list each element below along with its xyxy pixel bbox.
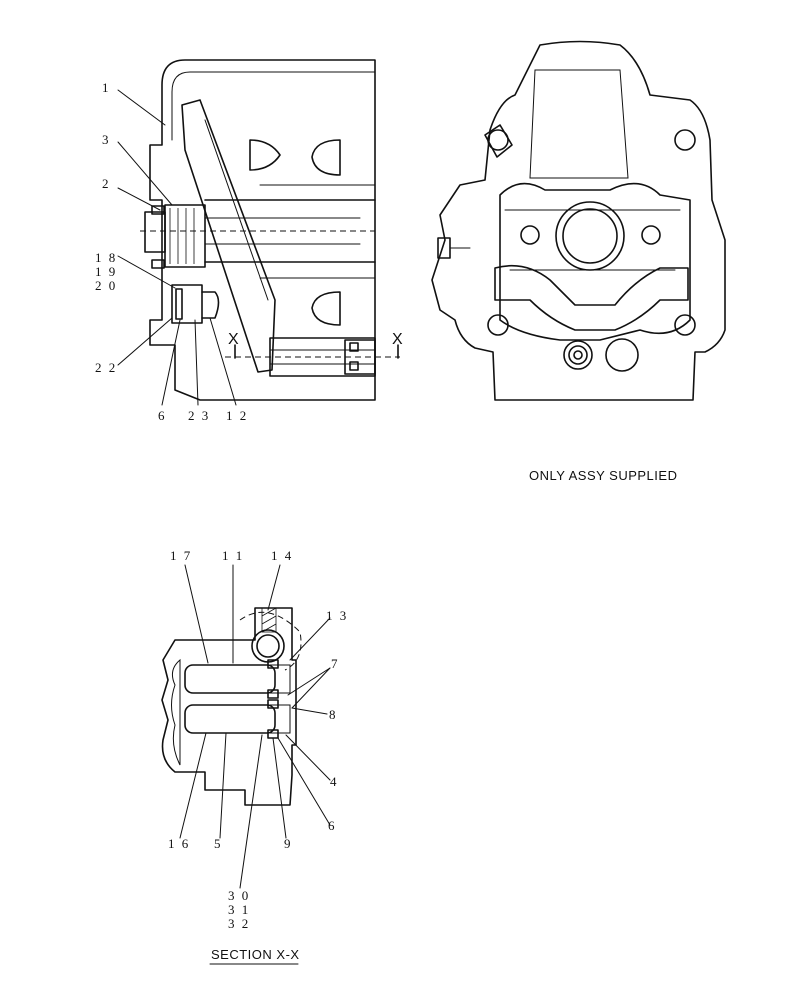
leader-lines-top <box>117 89 237 406</box>
callout-12: 1 2 <box>226 408 248 423</box>
callout-6-section: 6 <box>328 818 337 833</box>
callouts-section: 1 7 1 1 1 4 1 3 7 8 4 6 9 1 6 5 3 0 3 1 … <box>168 548 348 931</box>
section-mark-x-right: X <box>392 331 403 348</box>
callout-3: 3 <box>102 132 111 147</box>
section-title: SECTION X-X <box>211 947 300 962</box>
callout-19: 1 9 <box>95 264 117 279</box>
callout-4: 4 <box>330 774 339 789</box>
callout-30: 3 0 <box>228 888 250 903</box>
callouts-top: 1 3 2 1 8 1 9 2 0 2 2 6 2 3 1 2 X X <box>95 80 403 423</box>
callout-6: 6 <box>158 408 167 423</box>
end-view-housing <box>431 40 726 401</box>
callout-2: 2 <box>102 176 111 191</box>
callout-8: 8 <box>329 707 338 722</box>
callout-31: 3 1 <box>228 902 250 917</box>
callout-5: 5 <box>214 836 223 851</box>
section-mark-x-left: X <box>228 331 239 348</box>
leader-lines-section <box>179 564 331 889</box>
callout-23: 2 3 <box>188 408 210 423</box>
section-view <box>161 607 302 806</box>
callout-22: 2 2 <box>95 360 117 375</box>
callout-1: 1 <box>102 80 111 95</box>
callout-9: 9 <box>284 836 293 851</box>
callout-11: 1 1 <box>222 548 244 563</box>
callout-14: 1 4 <box>271 548 293 563</box>
callout-17: 1 7 <box>170 548 192 563</box>
callout-13: 1 3 <box>326 608 348 623</box>
callout-18: 1 8 <box>95 250 117 265</box>
callout-32: 3 2 <box>228 916 250 931</box>
side-view-housing <box>140 59 400 401</box>
callout-7: 7 <box>331 656 340 671</box>
callout-20: 2 0 <box>95 278 117 293</box>
callout-16: 1 6 <box>168 836 190 851</box>
supply-note: ONLY ASSY SUPPLIED <box>529 468 677 483</box>
